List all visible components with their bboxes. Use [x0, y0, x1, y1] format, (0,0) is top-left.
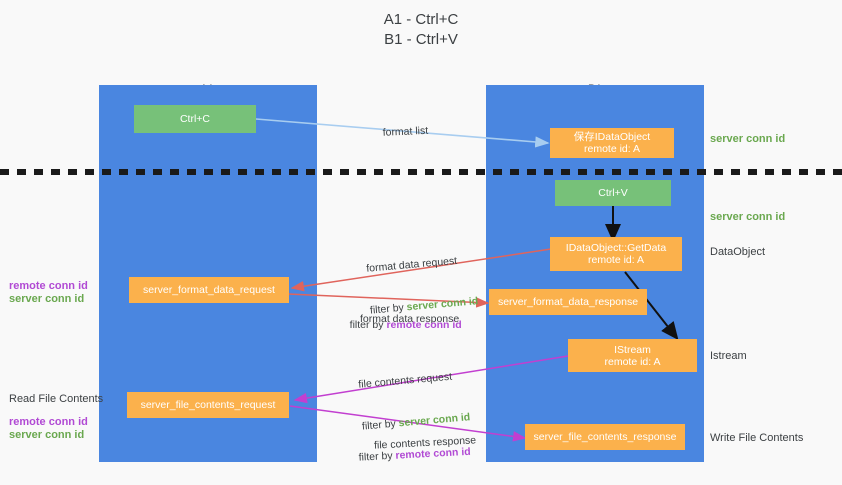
title-line-1: A1 - Ctrl+C: [383, 11, 459, 28]
edge-label-format-data-response-text: format data response: [360, 313, 460, 325]
node-save-idataobject-line1: 保存IDataObject: [573, 131, 651, 143]
label-server-conn-id-second: server conn id: [710, 211, 786, 223]
edge-label-format-data-response: format data response: [360, 284, 459, 354]
filter-value-2: remote conn id: [386, 319, 462, 331]
node-server-format-data-response-label: server_format_data_response: [497, 296, 639, 308]
label-read-file-contents: Read File Contents: [9, 393, 104, 405]
node-save-idataobject[interactable]: 保存IDataObject remote id: A: [550, 128, 674, 158]
label-server-conn-id-top: server conn id: [710, 133, 786, 145]
node-idataobject-getdata[interactable]: IDataObject::GetData remote id: A: [550, 237, 682, 271]
node-istream[interactable]: IStream remote id: A: [568, 339, 697, 372]
node-istream-line2: remote id: A: [604, 355, 661, 368]
node-istream-line1: IStream: [614, 343, 651, 356]
edge-label-format-list-text: format list: [382, 124, 429, 139]
label-remote-conn-id-top: remote conn id: [9, 280, 88, 292]
title-line-2: B1 - Ctrl+V: [384, 31, 458, 48]
filter-prefix-2: filter by: [349, 319, 387, 331]
filter-prefix-4: filter by: [358, 449, 396, 464]
page-title: A1 - Ctrl+C B1 - Ctrl+V: [0, 10, 842, 50]
node-ctrl-c-label: Ctrl+C: [179, 113, 211, 125]
edge-label-file-contents-response-filter: filter by remote conn id: [346, 431, 472, 479]
node-server-format-data-response[interactable]: server_format_data_response: [489, 289, 647, 315]
node-ctrl-v[interactable]: Ctrl+V: [555, 180, 671, 206]
node-getdata-line1: IDataObject::GetData: [565, 242, 667, 254]
label-remote-conn-id-bottom: remote conn id: [9, 416, 88, 428]
node-ctrl-c[interactable]: Ctrl+C: [134, 105, 256, 133]
node-server-file-contents-response[interactable]: server_file_contents_response: [525, 424, 685, 450]
label-write-file-contents: Write File Contents: [710, 432, 804, 444]
label-server-conn-id-left-top: server conn id: [9, 293, 85, 305]
label-dataobject: DataObject: [710, 246, 766, 258]
node-server-file-contents-request[interactable]: server_file_contents_request: [127, 392, 289, 418]
node-ctrl-v-label: Ctrl+V: [598, 187, 628, 199]
edge-label-file-contents-request-text: file contents request: [357, 370, 453, 391]
label-istream: Istream: [710, 350, 747, 362]
node-server-format-data-request[interactable]: server_format_data_request: [129, 277, 289, 303]
edge-label-format-data-request-text: format data request: [365, 254, 458, 275]
node-save-idataobject-line2: remote id: A: [583, 143, 641, 155]
filter-value-4: remote conn id: [395, 445, 471, 462]
divider-dashed-line: [0, 169, 842, 175]
label-server-conn-id-left-bottom: server conn id: [9, 429, 85, 441]
edge-label-format-data-response-filter: filter by remote conn id: [338, 304, 462, 346]
node-server-format-data-request-label: server_format_data_request: [143, 284, 275, 296]
edge-label-format-list: format list: [370, 110, 429, 154]
node-server-file-contents-request-label: server_file_contents_request: [140, 399, 276, 411]
node-getdata-line2: remote id: A: [587, 254, 645, 266]
node-server-file-contents-response-label: server_file_contents_response: [533, 431, 677, 443]
